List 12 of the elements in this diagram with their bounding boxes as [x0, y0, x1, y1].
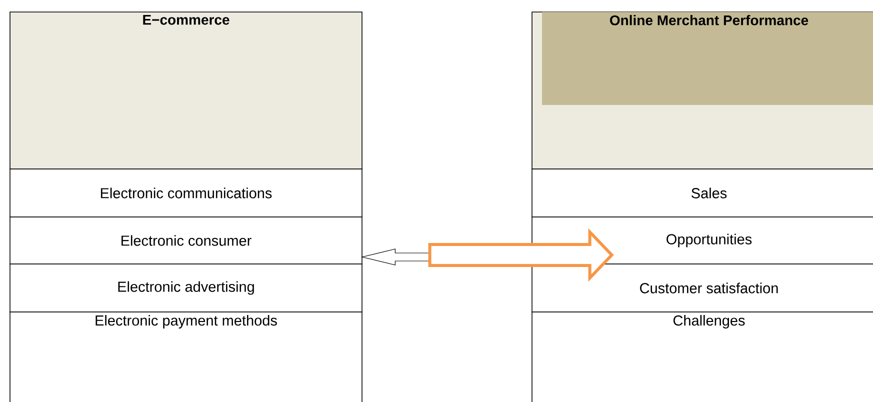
table-cell: Electronic payment methods	[10, 312, 362, 402]
header-cell: E−commerce	[10, 12, 362, 170]
table-cell: Customer satisfaction	[532, 264, 873, 312]
header-cell: Online Merchant Performance	[532, 12, 873, 170]
node-label: Opportunities	[666, 234, 752, 248]
arrow	[428, 228, 614, 282]
table-cell: Electronic advertising	[10, 264, 362, 312]
table-cell: Challenges	[532, 312, 873, 402]
table-cell: Electronic communications	[10, 168, 362, 218]
table-cell: Sales	[532, 168, 873, 218]
arrow	[360, 248, 430, 266]
table-cell: Electronic consumer	[10, 216, 362, 264]
